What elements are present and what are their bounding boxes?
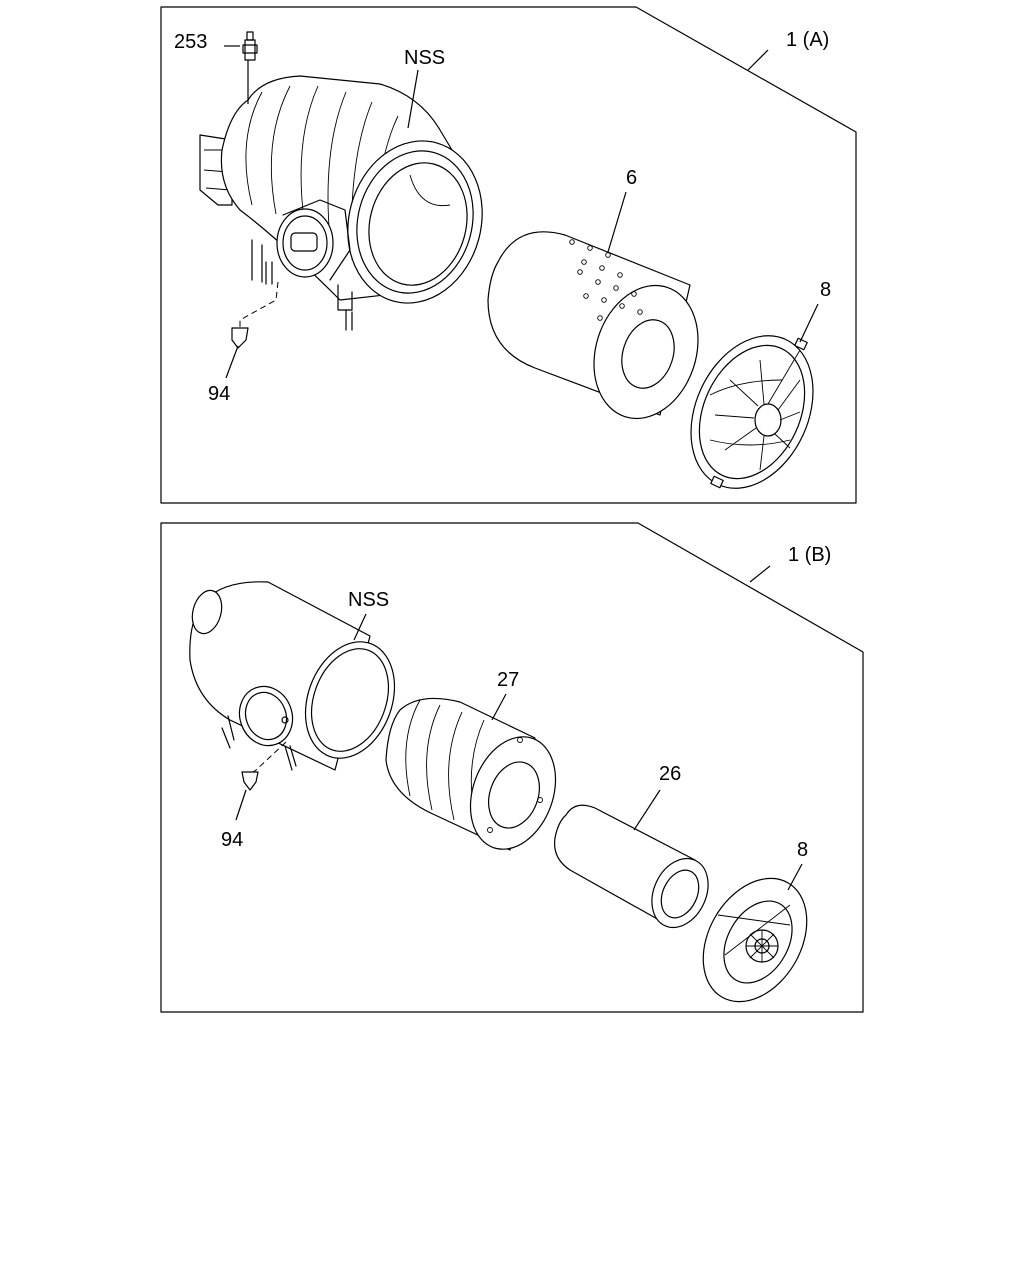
panel-b-assembly-label: 1 (B)	[788, 544, 831, 566]
panel-b-inner-element	[553, 804, 709, 929]
panel-b-callout-housing: NSS	[348, 589, 389, 611]
panel-b-callout-valve: 94	[221, 829, 243, 851]
panel-a-filter-element	[487, 231, 699, 420]
panel-a: 1 (A) 253 NSS 6 8 94	[160, 6, 857, 504]
panel-b-air-cleaner-housing	[189, 581, 396, 791]
panel-a-callout-element: 6	[626, 167, 637, 189]
panel-b-outer-element	[385, 697, 557, 851]
panel-a-callout-cover: 8	[820, 279, 831, 301]
panel-a-air-cleaner-housing	[199, 31, 483, 349]
panel-a-callout-housing: NSS	[404, 47, 445, 69]
panel-a-callout-screw: 253	[174, 31, 207, 53]
panel-b-callout-outer-element: 27	[497, 669, 519, 691]
panel-a-frame	[160, 6, 857, 504]
panel-b-cover	[702, 877, 808, 1003]
panel-b-callout-inner-element: 26	[659, 763, 681, 785]
panel-b-frame	[160, 522, 864, 1013]
panel-a-assembly-label: 1 (A)	[786, 29, 829, 51]
panel-a-callout-valve: 94	[208, 383, 230, 405]
panel-b: 1 (B) NSS 27 26 8 94	[160, 522, 864, 1013]
panel-b-callout-cover: 8	[797, 839, 808, 861]
panel-a-cover	[690, 335, 814, 489]
